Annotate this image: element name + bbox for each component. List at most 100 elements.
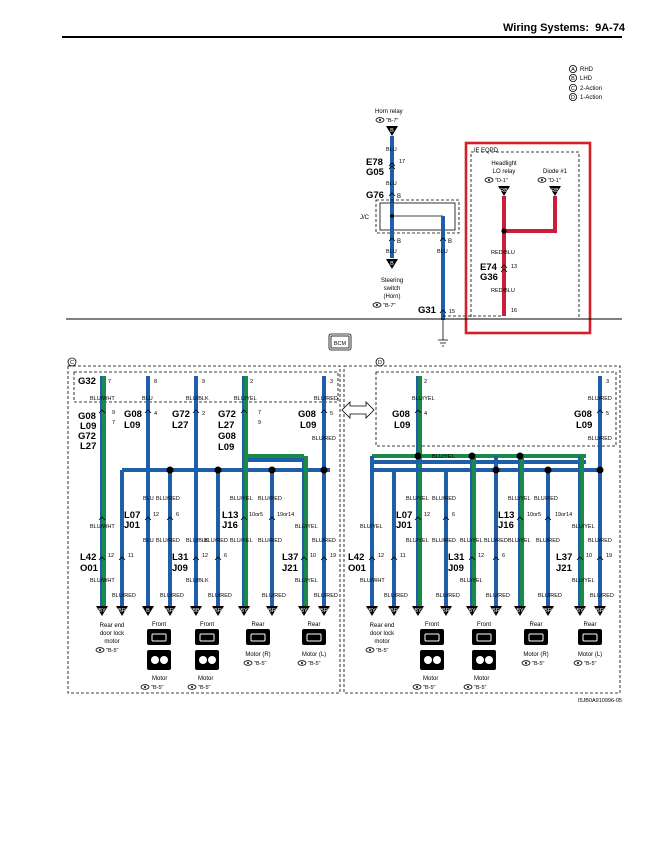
wire-color-label: BLU/RED (590, 593, 614, 599)
eye-icon (187, 684, 197, 690)
eye-icon (140, 684, 150, 690)
terminal-label: BR (596, 608, 604, 614)
wire-color-label: BLU/YEL (412, 396, 435, 402)
connector-j21: J21 (282, 563, 299, 574)
wire-color-label: RED/BLU (491, 288, 515, 294)
steering-switch-label: Steering (381, 278, 403, 284)
connector-g08: G08 (124, 409, 142, 420)
pin-number: 5 (606, 411, 609, 417)
pin-number: 12 (153, 512, 159, 518)
pin-number: 6 (502, 553, 505, 559)
pin-number: 10or5 (527, 512, 541, 518)
terminal-label: BR (390, 608, 398, 614)
motor-symbol-icon (195, 650, 219, 670)
front-label: Front (200, 622, 214, 628)
eye-icon (484, 177, 494, 183)
terminal-label: BY (98, 608, 106, 614)
wire-color-label: BLU/YEL (508, 538, 531, 544)
motor-symbol-icon (147, 650, 171, 670)
rear-label: Rear (307, 622, 320, 628)
terminal-icon (190, 606, 202, 616)
wire-color-label: BLU/YEL (234, 396, 257, 402)
terminal-label: BY (414, 608, 422, 614)
connector-j01: J01 (396, 520, 413, 531)
wire-color-label: BLU (386, 249, 397, 255)
connector-g32: G32 (78, 376, 96, 387)
steering-switch-label: (Horn) (383, 294, 400, 300)
terminal-icon (142, 606, 154, 616)
connector-l13: L13 (498, 510, 514, 521)
eye-icon (372, 302, 382, 308)
wire-color-label: BLU/YEL (230, 496, 253, 502)
rear-end-motor-label: Rear end (370, 623, 395, 629)
wire-color-label: BLU/RED (204, 538, 228, 544)
header-rule (62, 36, 622, 38)
pin-letter: B (448, 239, 452, 245)
panel-label: D (378, 360, 382, 366)
connector-j16: J16 (222, 520, 238, 531)
front-label: Front (425, 622, 439, 628)
wire-color-label: BLU/RED (258, 538, 282, 544)
wire-color-label: BLU/YEL (572, 578, 595, 584)
eye-icon (297, 660, 307, 666)
terminal-icon (514, 606, 526, 616)
terminal-label: BR (544, 608, 552, 614)
legend-text: 1-Action (580, 95, 602, 101)
eye-icon (573, 660, 583, 666)
connector-g31: G31 (418, 305, 437, 316)
terminal-icon (298, 606, 310, 616)
motor-ref: "B-5" (151, 685, 164, 691)
connector-j09: J09 (448, 563, 464, 574)
terminal-label: B (390, 261, 394, 267)
terminal-icon (574, 606, 586, 616)
wire-color-label: BLU/RED (588, 538, 612, 544)
legend-text: LHD (580, 76, 593, 82)
junction-connector-box (379, 202, 456, 231)
legend-letter: C (571, 86, 575, 92)
terminal-icon (212, 606, 224, 616)
panel-d: D (343, 357, 621, 694)
wire-color-label: BLU/YEL (572, 524, 595, 530)
wire-color-label: BLU/RED (486, 593, 510, 599)
horn-relay-label: Horn relay (375, 109, 403, 115)
connector-l42: L42 (80, 552, 96, 563)
horn-circuit: Horn relay "B-7" B BLU E78 G05 17 BLU G7… (360, 109, 503, 347)
wire-color-label: BLU (143, 538, 154, 544)
connector-j09: J09 (172, 563, 188, 574)
connector-l42: L42 (348, 552, 364, 563)
eye-icon (375, 117, 385, 123)
motor-ref: "B-5" (308, 661, 321, 667)
horn-relay-ref: "B-7" (386, 118, 399, 124)
pin-number: 19 (606, 553, 612, 559)
terminal-icon (164, 606, 176, 616)
eye-icon (521, 660, 531, 666)
legend-letter: B (571, 76, 575, 82)
connector-l27: L27 (218, 420, 234, 431)
legend-text: RHD (580, 67, 594, 73)
pin-number: 8 (154, 379, 157, 385)
pin-number: 3 (606, 379, 609, 385)
door-lock-icon (246, 629, 270, 645)
wire-color-label: BLU/YEL (460, 538, 483, 544)
headlight-relay-label: Headlight (491, 161, 517, 167)
pin-letter: B (397, 239, 401, 245)
page-number: 9A-74 (595, 22, 626, 34)
headlight-relay-label: LO relay (493, 169, 516, 175)
rear-label: Rear (529, 622, 542, 628)
connector-g08: G08 (298, 409, 316, 420)
connector-l09: L09 (576, 420, 592, 431)
pin-number: 12 (378, 553, 384, 559)
wire-color-label: BLU (386, 181, 397, 187)
terminal-label: BR (118, 608, 126, 614)
connector-l09: L09 (300, 420, 316, 431)
wire-color-label: BLU/RED (432, 538, 456, 544)
pin-number: 7 (108, 379, 111, 385)
door-lock-icon (302, 629, 326, 645)
terminal-label: BY (576, 608, 584, 614)
eye-icon (243, 660, 253, 666)
connector-e78: E78 (366, 157, 383, 168)
legend-item-lhd: B LHD (569, 74, 593, 83)
terminal-label: BR (442, 608, 450, 614)
panel-c: C (67, 357, 341, 694)
